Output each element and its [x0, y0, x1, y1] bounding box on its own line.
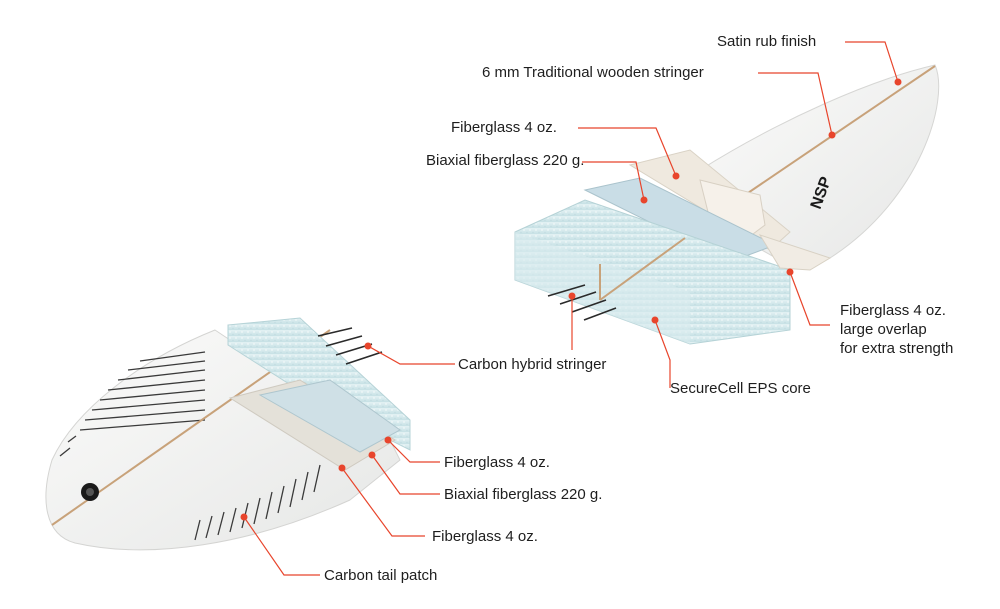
callout-dots: [240, 78, 902, 521]
leader-fiberglass-tail-2: [341, 467, 425, 537]
leader-lines: [243, 41, 899, 576]
label-biaxial-top: Biaxial fiberglass 220 g.: [426, 152, 585, 169]
label-biaxial-tail: Biaxial fiberglass 220 g.: [444, 486, 603, 503]
dot-carbon-tail-patch: [240, 513, 248, 521]
nose-carbon-lines: [547, 284, 617, 321]
dot-biaxial-top: [640, 196, 648, 204]
label-overlap-line2: large overlap: [840, 321, 927, 338]
leader-wooden-stringer: [758, 72, 833, 136]
leader-securecell: [654, 319, 671, 388]
leader-carbon-hybrid-tail: [367, 345, 455, 365]
label-overlap-line3: for extra strength: [840, 340, 954, 357]
leader-satin: [845, 41, 899, 83]
dot-wooden-stringer: [828, 131, 836, 139]
nose-core-stringer: [599, 237, 686, 301]
dot-satin: [894, 78, 902, 86]
label-wooden-stringer: 6 mm Traditional wooden stringer: [482, 64, 704, 81]
label-fiberglass-tail-2: Fiberglass 4 oz.: [432, 528, 538, 545]
leader-biaxial-top: [582, 161, 645, 201]
label-overlap-line1: Fiberglass 4 oz.: [840, 302, 946, 319]
dot-fiberglass-tail-1: [384, 436, 392, 444]
leader-fiberglass-tail-1: [387, 439, 440, 463]
label-overlap: Fiberglass 4 oz. large overlap for extra…: [840, 301, 1000, 358]
label-fiberglass-tail-1: Fiberglass 4 oz.: [444, 454, 550, 471]
leader-biaxial-tail: [371, 454, 440, 495]
label-carbon-hybrid-stringer: Carbon hybrid stringer: [458, 356, 607, 373]
leader-fiberglass-top: [578, 127, 677, 177]
leader-overlap: [789, 271, 830, 326]
label-satin-rub-finish: Satin rub finish: [717, 33, 817, 50]
label-carbon-tail-patch: Carbon tail patch: [324, 567, 438, 584]
label-securecell-core: SecureCell EPS core: [670, 380, 811, 397]
label-fiberglass-top: Fiberglass 4 oz.: [451, 119, 557, 136]
dot-securecell: [651, 316, 659, 324]
tail-section: [45, 317, 411, 551]
dot-biaxial-tail: [368, 451, 376, 459]
dot-fiberglass-top: [672, 172, 680, 180]
nose-overlap: [758, 234, 832, 271]
dot-carbon-hybrid-nose: [568, 292, 576, 300]
dot-fiberglass-tail-2: [338, 464, 346, 472]
dot-overlap: [786, 268, 794, 276]
nose-section: NSP: [514, 64, 940, 345]
leader-carbon-tail-patch: [243, 516, 320, 576]
dot-carbon-hybrid-tail: [364, 342, 372, 350]
tail-bottom: [45, 329, 401, 551]
nose-core-side: [515, 232, 690, 344]
tail-biaxial-layer: [258, 379, 401, 453]
